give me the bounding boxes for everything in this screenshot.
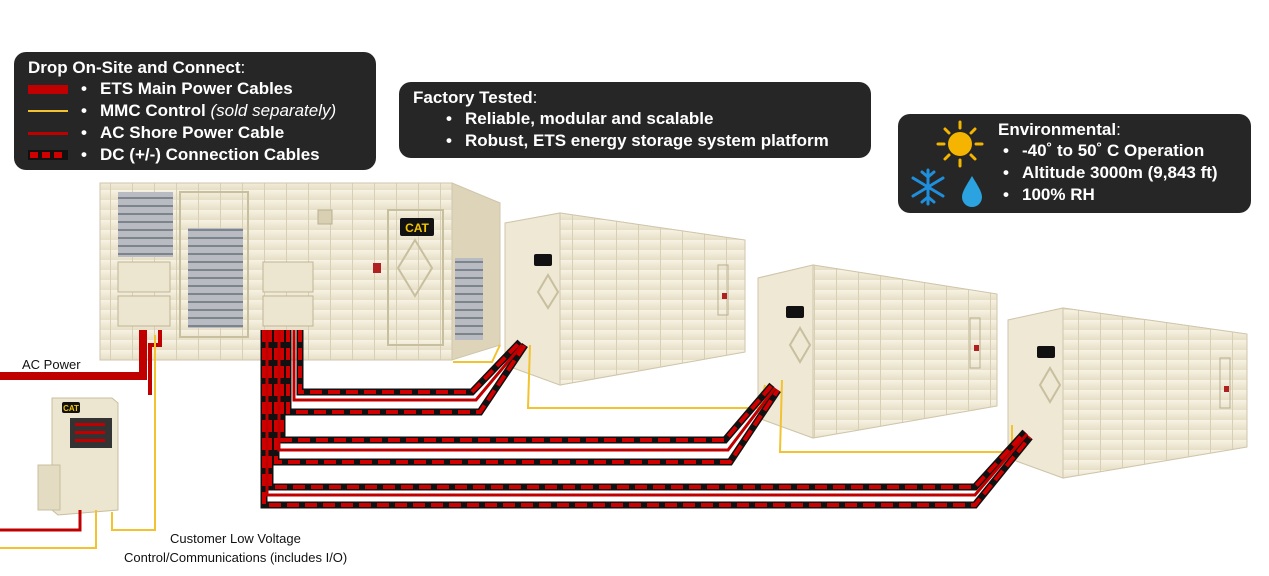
legend-item-dc-cables: •DC (+/-) Connection Cables bbox=[28, 144, 362, 166]
environmental-box: Environmental: •-40˚ to 50˚ C Operation … bbox=[898, 114, 1251, 213]
sun-icon bbox=[936, 120, 984, 168]
battery-container-3 bbox=[1007, 307, 1248, 479]
factory-tested-box: Factory Tested: •Reliable, modular and s… bbox=[399, 82, 871, 158]
drop-on-site-box: Drop On-Site and Connect: •ETS Main Powe… bbox=[14, 52, 376, 170]
drop-box-list: •ETS Main Power Cables •MMC Control (sol… bbox=[28, 78, 362, 166]
env-item: •100% RH bbox=[1003, 185, 1095, 204]
dc-cables-swatch bbox=[28, 150, 68, 160]
drop-box-title: Drop On-Site and Connect: bbox=[28, 58, 246, 77]
customer-low-voltage-label: Customer Low Voltage bbox=[170, 531, 301, 546]
vent-louver-2 bbox=[188, 228, 243, 328]
legend-item-ac-shore: •AC Shore Power Cable bbox=[28, 122, 362, 144]
battery-container-1 bbox=[504, 212, 746, 386]
env-box-title: Environmental: bbox=[998, 120, 1121, 139]
factory-item: •Robust, ETS energy storage system platf… bbox=[446, 131, 829, 150]
cat-logo bbox=[400, 218, 434, 236]
legend-item-main-power: •ETS Main Power Cables bbox=[28, 78, 362, 100]
svg-text:CAT: CAT bbox=[63, 404, 79, 413]
snowflake-icon bbox=[911, 168, 945, 206]
factory-box-title: Factory Tested: bbox=[413, 88, 538, 107]
control-communications-label: Control/Communications (includes I/O) bbox=[124, 550, 348, 565]
svg-text:CAT: CAT bbox=[405, 221, 429, 235]
environment-icons bbox=[911, 120, 984, 207]
ac-shore-swatch bbox=[28, 131, 68, 135]
ac-power-cable bbox=[0, 330, 147, 380]
battery-container-2 bbox=[757, 264, 998, 439]
water-drop-icon bbox=[962, 176, 982, 207]
factory-item: •Reliable, modular and scalable bbox=[446, 109, 714, 128]
vent-louver-1 bbox=[118, 192, 173, 257]
main-power-swatch bbox=[28, 84, 68, 94]
ets-main-power-cables bbox=[265, 330, 1029, 497]
env-item: •Altitude 3000m (9,843 ft) bbox=[1003, 163, 1218, 182]
legend-item-mmc-control: •MMC Control (sold separately) bbox=[28, 100, 362, 122]
mmc-control-panel: CAT bbox=[37, 397, 119, 516]
ac-power-label: AC Power bbox=[22, 357, 81, 372]
customer-low-voltage-cable bbox=[111, 335, 156, 531]
env-item: •-40˚ to 50˚ C Operation bbox=[1003, 141, 1205, 160]
mmc-control-swatch bbox=[28, 110, 68, 112]
dc-connection-cables bbox=[260, 330, 1033, 509]
